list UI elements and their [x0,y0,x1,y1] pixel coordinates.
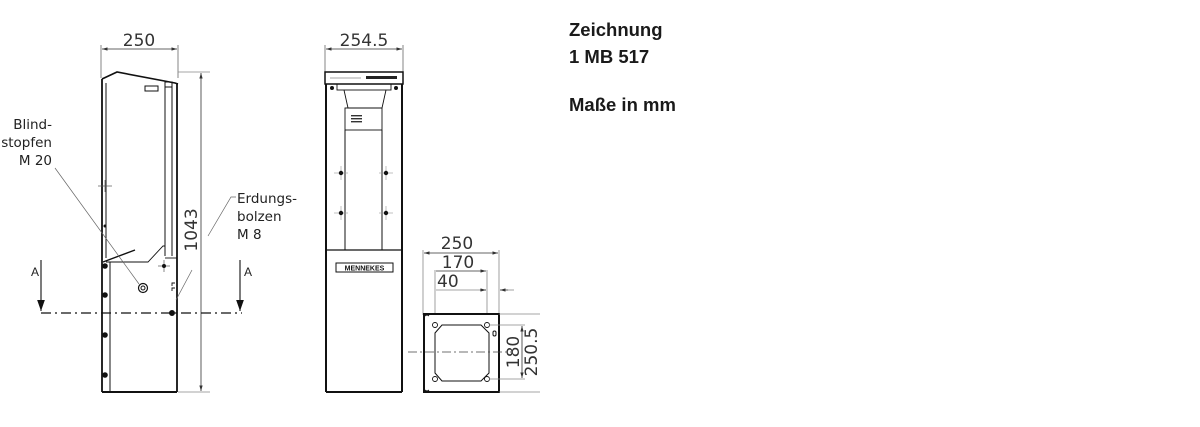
section-marker-left: A [31,265,39,279]
drawing-label: Zeichnung [569,19,663,40]
earth-bolt-callout: Erdungs- bolzen M 8 [175,191,297,301]
side-height-dimension: 1043 [178,71,210,393]
front-width-dimension: 254.5 [324,31,404,72]
spacer [569,70,676,91]
section-view: 250 170 40 1 [408,234,542,393]
blind-plug-label-1: Blind- [13,117,52,133]
section-width-dimensions: 250 170 40 [422,234,514,315]
side-width-dimension: 250 [100,31,179,78]
front-width-value: 254.5 [340,31,389,51]
side-height-value: 1043 [182,208,202,251]
units-note: Maße in mm [569,94,676,115]
section-width-holes: 170 [442,253,474,273]
brand-plate-text: MENNEKES [345,266,385,273]
blind-plug-label-2: stopfen [1,135,52,151]
blind-plug-label-3: M 20 [19,153,52,169]
section-width-overall: 250 [441,234,473,254]
earth-bolt-label-1: Erdungs- [237,191,297,207]
side-width-value: 250 [123,31,155,51]
earth-bolt-label-3: M 8 [237,227,262,243]
section-depth-dimensions: 180 250.5 [489,313,542,393]
section-offset: 40 [437,272,459,292]
section-depth-holes: 180 [504,336,524,368]
title-block: Zeichnung 1 MB 517 Maße in mm [569,16,676,118]
side-view: 250 1043 [1,31,297,393]
section-depth-overall: 250.5 [522,328,542,377]
section-line-a: A A [31,260,252,314]
blind-plug-callout: Blind- stopfen M 20 [1,117,140,285]
front-view: 254.5 [324,31,404,393]
drawing-number: 1 MB 517 [569,46,650,67]
earth-bolt-label-2: bolzen [237,209,282,225]
side-body [98,71,179,393]
section-marker-right: A [244,265,252,279]
